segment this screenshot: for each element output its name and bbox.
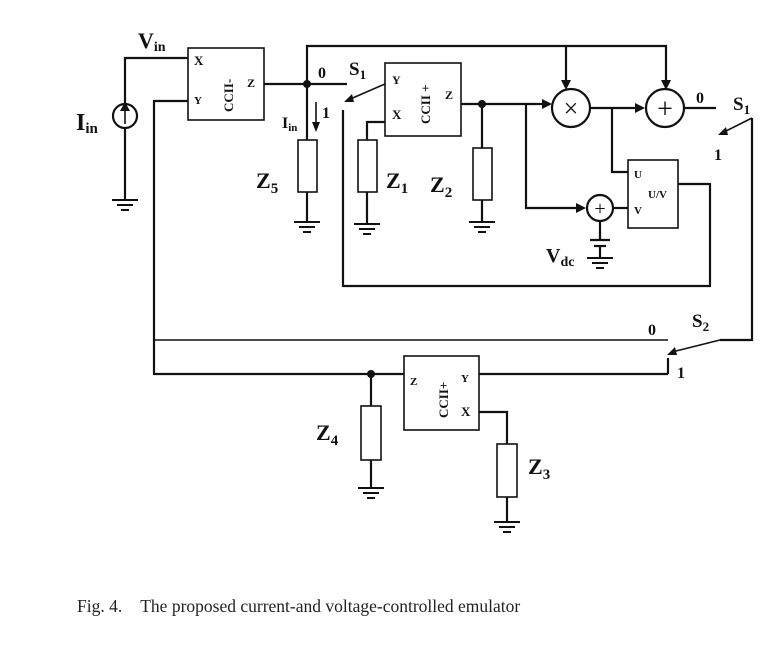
s1-right-blade [721, 117, 753, 134]
s1-right-state-1: 1 [714, 147, 722, 164]
uv-u-port: U [634, 169, 642, 181]
s1-right-label: S1 [733, 94, 750, 117]
wire-s1-right-to-s2 [720, 118, 754, 342]
s2-blade [671, 339, 721, 353]
ground-symbol-z4 [358, 487, 384, 499]
s2-label: S2 [692, 311, 709, 334]
ground-symbol-source [112, 199, 138, 211]
ccii-plus-upper-x-port: X [392, 107, 402, 122]
z2-label: Z2 [430, 172, 452, 201]
z5-label: Z5 [256, 168, 278, 197]
ccii-minus-z-port: Z [247, 76, 255, 90]
z3-impedance [496, 443, 518, 498]
wire-top-bus [305, 44, 668, 86]
s1-left-state-1: 1 [322, 105, 330, 122]
ground-symbol-z5 [294, 221, 320, 233]
figure-caption: Fig. 4. The proposed current-and voltage-… [77, 596, 767, 617]
s2-state-1: 1 [677, 365, 685, 382]
s1-left-arrow [344, 94, 354, 102]
s1-right-arrow [718, 127, 728, 135]
ccii-plus-upper-name: CCII + [418, 84, 433, 124]
arrow-bus-to-adder [661, 80, 671, 90]
arrow-into-adder [635, 103, 645, 113]
ground-symbol-z1 [354, 223, 380, 235]
wire-to-dc-adder [524, 104, 580, 210]
iin-source-label: Iin [76, 110, 99, 137]
dc-adder-symbol: + [594, 198, 605, 220]
wire-s1-loop [341, 110, 712, 288]
uv-v-port: V [634, 205, 642, 217]
vdc-label: Vdc [546, 245, 574, 270]
wire-vin-to-x [123, 56, 188, 104]
uv-name: U/V [648, 189, 667, 201]
wire-z3 [479, 410, 509, 522]
adder-symbol: + [657, 94, 673, 125]
ccii-minus-x-port: X [194, 53, 204, 68]
s2-state-0: 0 [648, 322, 656, 339]
ccii-plus-lower-z-port: Z [410, 376, 417, 388]
wire-ccii-minus-y-loop [152, 99, 668, 376]
z4-impedance [360, 405, 382, 461]
wire-to-uv-u [610, 108, 628, 174]
s1-right-state-0: 0 [696, 90, 704, 107]
z5-impedance [297, 139, 318, 193]
z3-label: Z3 [528, 454, 550, 483]
ccii-plus-upper-block [384, 62, 462, 137]
ccii-plus-lower-x-port: X [461, 404, 471, 419]
ground-symbol-z2 [469, 221, 495, 233]
vdc-source-symbol [590, 238, 610, 258]
figure-number: Fig. 4. [77, 596, 123, 616]
ground-symbol-z3 [494, 521, 520, 533]
ccii-plus-lower-block [403, 355, 480, 431]
z2-impedance [472, 147, 493, 201]
z4-label: Z4 [316, 420, 339, 449]
ccii-minus-block [187, 47, 265, 121]
vin-label: Vin [138, 28, 166, 55]
iin-current-source [111, 102, 139, 130]
s2-arrow [667, 347, 677, 355]
ccii-minus-name: CCII- [221, 79, 236, 112]
ccii-plus-lower-y-port: Y [461, 373, 469, 385]
iin-probe-label: Iin [282, 115, 297, 134]
figure-caption-text: The proposed current-and voltage-control… [140, 596, 521, 616]
z1-label: Z1 [386, 168, 408, 197]
ccii-plus-upper-z-port: Z [445, 88, 453, 102]
ground-symbol-vdc [587, 257, 613, 269]
ccii-plus-upper-y-port: Y [392, 73, 401, 87]
s1-left-state-0: 0 [318, 65, 326, 82]
arrow-into-multiplier [542, 99, 552, 109]
ccii-plus-lower-name: CCII+ [436, 382, 451, 418]
wire-z1 [365, 120, 385, 224]
ccii-minus-y-port: Y [194, 95, 202, 107]
arrow-bus-to-multiplier [561, 80, 571, 90]
arrow-into-dc-adder [576, 203, 586, 213]
s1-left-label: S1 [349, 59, 366, 82]
iin-probe-arrow-head [312, 122, 320, 132]
s1-left-blade [347, 83, 386, 101]
uv-divider-block [627, 159, 679, 229]
multiplier-symbol: × [564, 94, 579, 123]
z1-impedance [357, 139, 378, 193]
